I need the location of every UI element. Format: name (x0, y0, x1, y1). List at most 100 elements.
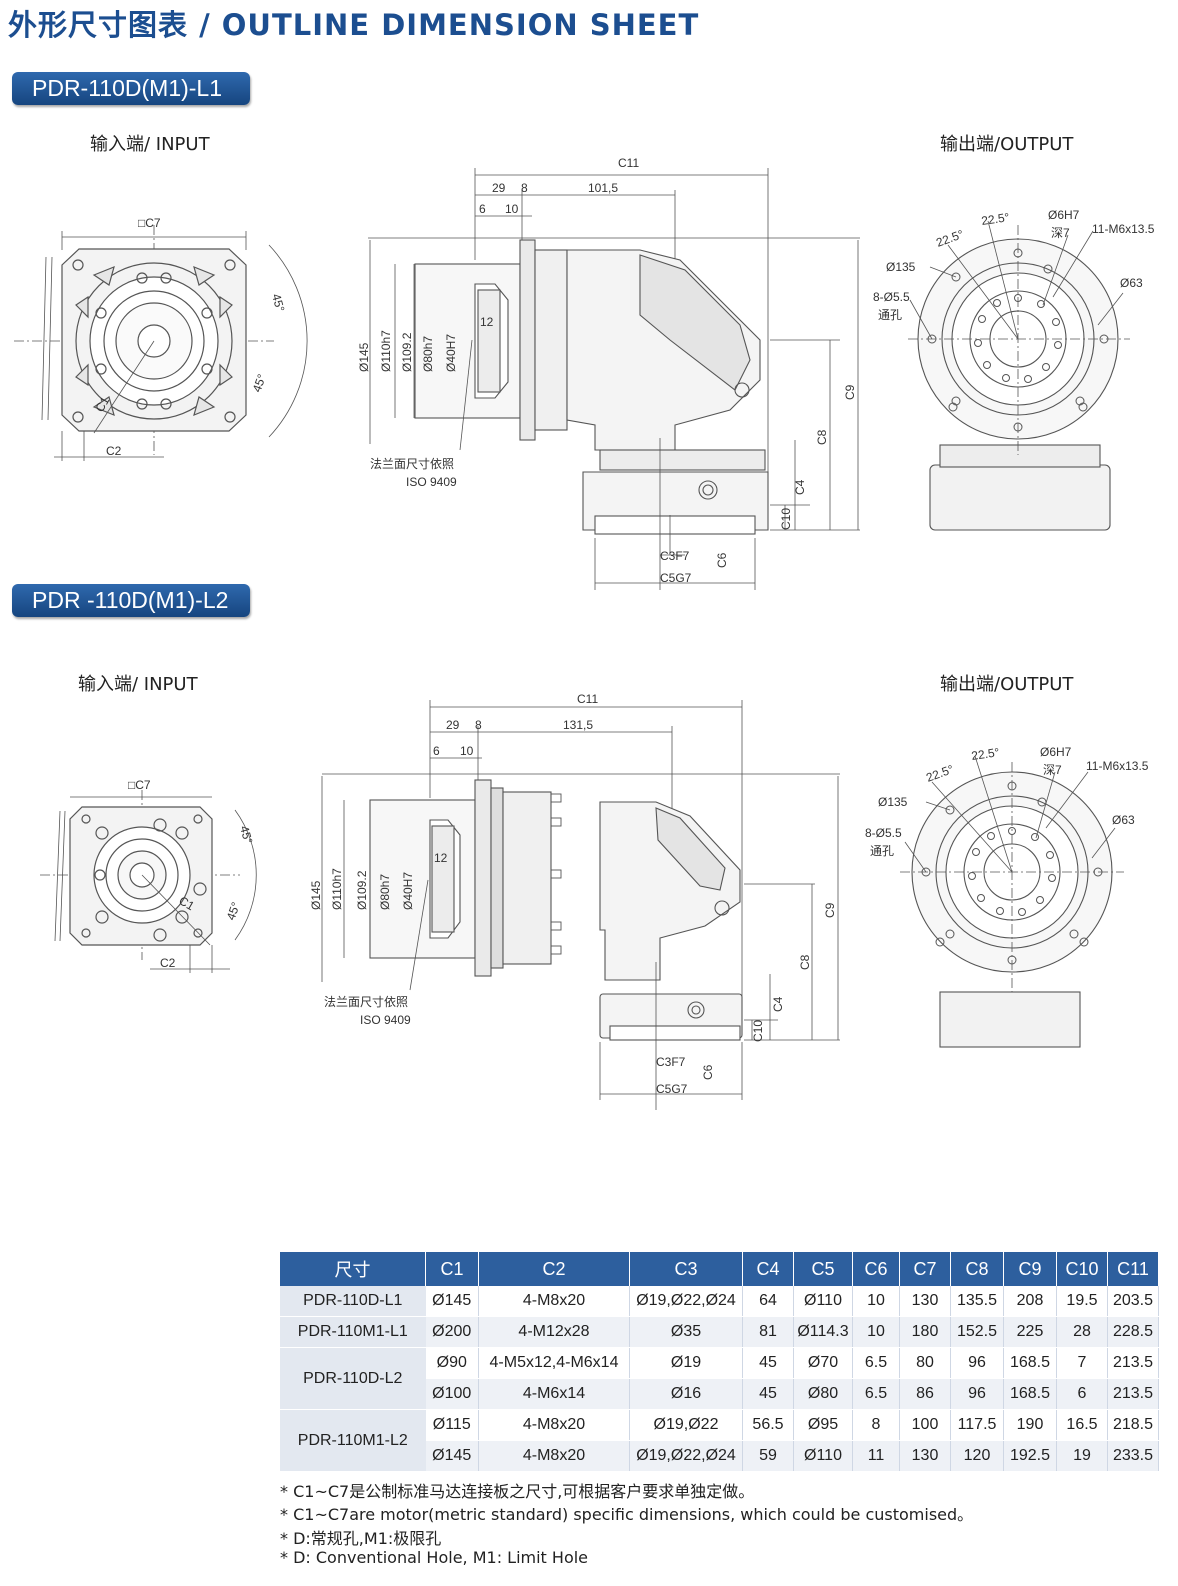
dim-phi63-l1: Ø63 (1120, 276, 1143, 290)
dim-c2-l2: C2 (160, 956, 176, 970)
dim-phi135-l2: Ø135 (878, 795, 908, 809)
side-view-drawing-l1: C11 29 8 101,5 6 10 12 Ø145 Ø110h7 Ø109.… (357, 156, 860, 590)
cell: Ø100 (425, 1378, 479, 1410)
cell: 130 (899, 1440, 951, 1472)
page-title: 外形尺寸图表 / OUTLINE DIMENSION SHEET (8, 8, 700, 42)
dim-c3-l2: C3F7 (656, 1055, 686, 1069)
model-badge-l1: PDR-110D(M1)-L1 (12, 72, 250, 105)
dim-c1-l2: C1 (177, 893, 198, 913)
dim-phi110-l2: Ø110h7 (330, 868, 344, 910)
dim-deep7-l2: 深7 (1043, 763, 1062, 777)
cell: 28 (1056, 1316, 1108, 1348)
dim-through-l2: 通孔 (870, 844, 894, 858)
dim-12-l1: 12 (480, 315, 494, 329)
cell: 213.5 (1107, 1378, 1159, 1410)
header-c10: C10 (1056, 1252, 1108, 1286)
input-label-l2: 输入端/ INPUT (78, 674, 198, 695)
cell: 45 (742, 1378, 794, 1410)
cell: 4-M8x20 (478, 1409, 630, 1441)
dim-phi6-l2: Ø6H7 (1040, 745, 1072, 759)
note-line-2: * C1~C7are motor(metric standard) specif… (280, 1505, 974, 1524)
dim-c4-l2: C4 (771, 996, 785, 1012)
dim-8-l2: 8 (475, 718, 482, 732)
model-cell: PDR-110D-L1 (280, 1286, 426, 1317)
dim-c4-l1: C4 (793, 479, 807, 495)
cell: 6.5 (852, 1347, 900, 1379)
dim-c7-l2: □C7 (128, 778, 151, 792)
cell: 59 (742, 1440, 794, 1472)
dim-12-l2: 12 (434, 851, 448, 865)
note-line-3: * D:常规孔,M1:极限孔 (280, 1529, 442, 1548)
cell: 86 (899, 1378, 951, 1410)
cell: Ø70 (793, 1347, 853, 1379)
dim-len-l2: 131,5 (563, 718, 593, 732)
dim-c9-l2: C9 (823, 902, 837, 918)
dim-m6-l2: 11-M6x13.5 (1086, 759, 1149, 773)
table-header-row: 尺寸 C1 C2 C3 C4 C5 C6 C7 C8 C9 C10 C11 (280, 1252, 1159, 1286)
dim-10-l2: 10 (460, 744, 474, 758)
header-c9: C9 (1003, 1252, 1057, 1286)
dim-8-l1: 8 (521, 181, 528, 195)
dim-phi109-l1: Ø109.2 (400, 332, 414, 372)
cell: 152.5 (950, 1316, 1004, 1348)
dim-c9-l1: C9 (843, 384, 857, 400)
output-view-drawing-l1: 22.5° 22.5° Ø6H7 深7 11-M6x13.5 Ø135 8-Ø5… (873, 208, 1155, 531)
cell: 11 (852, 1440, 900, 1472)
dim-angle-b-l2: 45° (224, 900, 243, 922)
cell: Ø145 (425, 1440, 479, 1472)
note-line-4: * D: Conventional Hole, M1: Limit Hole (280, 1548, 589, 1567)
header-c2: C2 (478, 1252, 630, 1286)
cell: 180 (899, 1316, 951, 1348)
dim-phi63-l2: Ø63 (1112, 813, 1135, 827)
dim-10-l1: 10 (505, 202, 519, 216)
cell: 45 (742, 1347, 794, 1379)
dim-29-l2: 29 (446, 718, 460, 732)
dim-angle-a-l1: 45° (269, 292, 287, 313)
cell: 64 (742, 1286, 794, 1317)
cell: 96 (950, 1347, 1004, 1379)
cell: 4-M6x14 (478, 1378, 630, 1410)
dim-c2-l1: C2 (106, 444, 122, 458)
cell: Ø19,Ø22,Ø24 (629, 1440, 743, 1472)
cell: 81 (742, 1316, 794, 1348)
dim-c8-l2: C8 (798, 954, 812, 970)
dim-phi40-l1: Ø40H7 (444, 334, 458, 372)
dim-c10-l1: C10 (779, 508, 793, 530)
cell: Ø200 (425, 1316, 479, 1348)
cell: 7 (1056, 1347, 1108, 1379)
dim-c3-l1: C3F7 (660, 549, 690, 563)
dim-len-l1: 101,5 (588, 181, 618, 195)
dim-angle-a-l2: 45° (237, 824, 255, 845)
dim-phi6-l1: Ø6H7 (1048, 208, 1080, 222)
input-view-drawing-l2: □C7 45° 45° C1 C2 (40, 778, 257, 973)
iso-note-l2: ISO 9409 (360, 1013, 411, 1027)
cell: 135.5 (950, 1286, 1004, 1317)
cell: 218.5 (1107, 1409, 1159, 1441)
cell: 228.5 (1107, 1316, 1159, 1348)
cell: 208 (1003, 1286, 1057, 1317)
angle-22-a-l1: 22.5° (934, 227, 965, 250)
angle-22-b-l2: 22.5° (970, 745, 1000, 763)
dim-deep7-l1: 深7 (1051, 226, 1070, 240)
cell: 4-M8x20 (478, 1286, 630, 1317)
table-row: Ø100 4-M6x14 Ø16 45 Ø80 6.5 86 96 168.5 … (280, 1378, 1159, 1410)
cell: 168.5 (1003, 1378, 1057, 1410)
table-row: PDR-110D-L1 Ø145 4-M8x20 Ø19,Ø22,Ø24 64 … (280, 1286, 1159, 1317)
cell: 56.5 (742, 1409, 794, 1441)
cell: Ø80 (793, 1378, 853, 1410)
flange-note-l2: 法兰面尺寸依照 (324, 994, 408, 1009)
dim-phi80-l2: Ø80h7 (378, 874, 392, 910)
cell: 19 (1056, 1440, 1108, 1472)
dim-phi80-l1: Ø80h7 (421, 336, 435, 372)
model-cell: PDR-110M1-L1 (280, 1316, 426, 1348)
header-c7: C7 (899, 1252, 951, 1286)
header-c8: C8 (950, 1252, 1004, 1286)
iso-note-l1: ISO 9409 (406, 475, 457, 489)
cell: Ø90 (425, 1347, 479, 1379)
cell: 233.5 (1107, 1440, 1159, 1472)
cell: 10 (852, 1286, 900, 1317)
table-row: PDR-110M1-L2 Ø115 4-M8x20 Ø19,Ø22 56.5 Ø… (280, 1409, 1159, 1472)
cell: 6.5 (852, 1378, 900, 1410)
cell: 4-M5x12,4-M6x14 (478, 1347, 630, 1379)
dim-m6-l1: 11-M6x13.5 (1092, 222, 1155, 236)
